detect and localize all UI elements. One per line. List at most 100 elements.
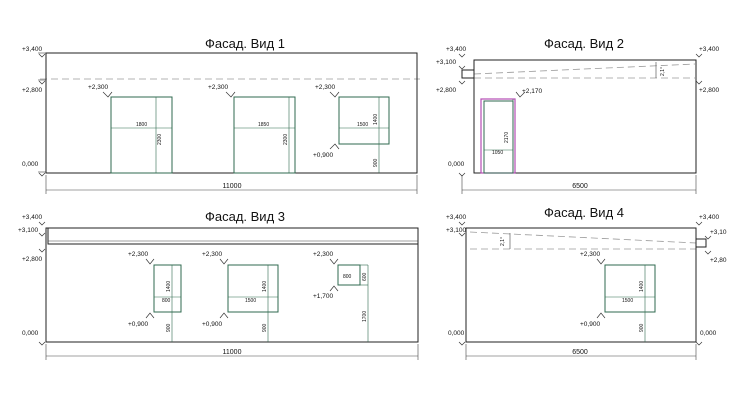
view-1-title: Фасад. Вид 1 xyxy=(205,36,285,51)
window-opening: +2,300 +0,900 1500 1400 900 xyxy=(580,251,656,342)
level-label: 0,000 xyxy=(22,330,39,337)
level-label: +3,400 xyxy=(22,214,42,221)
level-label: +3,10 xyxy=(710,229,727,236)
length-label: 6500 xyxy=(572,349,588,356)
level-mark-left: +2,800 xyxy=(22,248,46,263)
parapet-ledge xyxy=(695,238,707,248)
facade-wall xyxy=(45,52,418,174)
level-mark-left: 0,000 xyxy=(448,161,466,177)
level-label: 0,000 xyxy=(448,330,465,337)
parapet-ledge xyxy=(461,69,475,79)
opening-top-level: +2,300 xyxy=(315,84,335,91)
opening-width: 1500 xyxy=(245,298,256,304)
opening-bottom-level: +0,900 xyxy=(313,152,333,159)
door-width: 1050 xyxy=(492,150,503,156)
facade-view-3: Фасад. Вид 3 +3,400 +3,100 +2,800 0,000 xyxy=(18,209,419,360)
window-opening: +2,300 1850 2300 xyxy=(208,84,296,174)
opening-width: 1850 xyxy=(258,122,269,128)
length-label: 11000 xyxy=(223,349,242,356)
opening-top-level: +2,300 xyxy=(208,84,228,91)
roof-slope-angle: 2,1° xyxy=(660,67,666,76)
level-label: +2,800 xyxy=(699,87,719,94)
opening-top-level: +2,300 xyxy=(313,251,333,258)
level-mark-left: 0,000 xyxy=(448,330,466,346)
length-dimension: 11000 xyxy=(45,344,419,360)
facade-view-4: Фасад. Вид 4 +3,400 +3,100 0,000 +3,400 … xyxy=(446,205,727,360)
level-label: 0,000 xyxy=(700,330,717,337)
length-dimension: 11000 xyxy=(45,175,418,194)
door-height: 2170 xyxy=(504,132,510,143)
opening-height: 2300 xyxy=(283,134,289,145)
opening-bottom-level: +0,900 xyxy=(580,321,600,328)
level-mark-left: 0,000 xyxy=(22,330,46,346)
level-mark-left: +3,100 xyxy=(446,227,466,237)
level-label: +3,100 xyxy=(446,227,466,234)
roof-slope-angle: 2,1° xyxy=(500,237,506,246)
opening-width: 800 xyxy=(162,298,171,304)
level-mark-right: +3,400 xyxy=(695,46,719,58)
level-mark-left: +2,800 xyxy=(22,79,46,94)
opening-top-level: +2,300 xyxy=(202,251,222,258)
level-label: +3,400 xyxy=(22,46,42,53)
parapet-band xyxy=(47,227,419,245)
roof-slope-dashed xyxy=(473,63,696,75)
window-opening: +2,300 +0,900 1500 1400 900 xyxy=(313,84,390,173)
opening-top-level: +2,300 xyxy=(128,251,148,258)
level-mark-left: +3,100 xyxy=(18,227,46,237)
opening-sill-height: 900 xyxy=(373,158,379,167)
level-mark-left: +3,400 xyxy=(22,46,46,58)
level-mark-right: +2,80 xyxy=(704,250,727,264)
door-top-level: +2,170 xyxy=(522,88,542,95)
opening-top-level: +2,300 xyxy=(88,84,108,91)
opening-height: 2300 xyxy=(157,134,163,145)
length-label: 11000 xyxy=(223,183,242,190)
opening-height: 1400 xyxy=(639,281,645,292)
opening-sill-height: 900 xyxy=(639,323,645,332)
length-dimension: 6500 xyxy=(461,175,697,194)
opening-height: 1400 xyxy=(166,281,172,292)
level-label: +3,100 xyxy=(436,59,456,66)
opening-width: 1800 xyxy=(136,122,147,128)
window-opening: +2,300 +0,900 800 1400 900 xyxy=(128,251,182,342)
opening-height: 1400 xyxy=(262,281,268,292)
level-mark-left: +2,800 xyxy=(436,80,466,94)
opening-sill-height: 900 xyxy=(166,323,172,332)
level-label: +3,400 xyxy=(699,214,719,221)
opening-top-level: +2,300 xyxy=(580,251,600,258)
facade-wall xyxy=(45,227,419,343)
opening-bottom-level: +1,700 xyxy=(313,293,333,300)
level-mark-left: 0,000 xyxy=(22,161,46,177)
length-dimension: 6500 xyxy=(465,344,697,360)
opening-bottom-level: +0,900 xyxy=(128,321,148,328)
window-opening: +2,300 1800 2300 xyxy=(88,84,173,174)
level-label: +2,800 xyxy=(22,87,42,94)
opening-sill-height: 900 xyxy=(262,323,268,332)
length-label: 6500 xyxy=(572,183,588,190)
facade-wall xyxy=(465,227,697,343)
level-mark-right: 0,000 xyxy=(695,330,717,346)
level-label: +2,800 xyxy=(436,87,456,94)
level-mark-right: +3,10 xyxy=(704,229,727,240)
level-mark-right: +3,400 xyxy=(695,214,719,226)
opening-height: 600 xyxy=(362,272,368,281)
opening-width: 800 xyxy=(343,274,352,280)
door-opening: +2,170 1050 2170 xyxy=(480,88,542,174)
opening-width: 1500 xyxy=(622,298,633,304)
level-mark-left: +3,400 xyxy=(446,46,466,58)
facade-view-1: Фасад. Вид 1 +3,400 +2,800 0,000 +2,300 … xyxy=(22,36,420,194)
view-4-title: Фасад. Вид 4 xyxy=(544,205,624,220)
level-label: +3,400 xyxy=(446,46,466,53)
level-label: +3,400 xyxy=(446,214,466,221)
opening-height: 1400 xyxy=(373,114,379,125)
opening-width: 1500 xyxy=(357,122,368,128)
facade-wall xyxy=(473,59,697,174)
level-label: +3,400 xyxy=(699,46,719,53)
opening-sill-height: 1700 xyxy=(362,311,368,322)
roof-slope-dashed xyxy=(469,231,697,244)
level-mark-left: +3,400 xyxy=(22,214,46,226)
level-label: +2,80 xyxy=(710,257,727,264)
level-mark-left: +3,100 xyxy=(436,59,466,70)
level-mark-left: +3,400 xyxy=(446,214,466,226)
level-label: +2,800 xyxy=(22,256,42,263)
